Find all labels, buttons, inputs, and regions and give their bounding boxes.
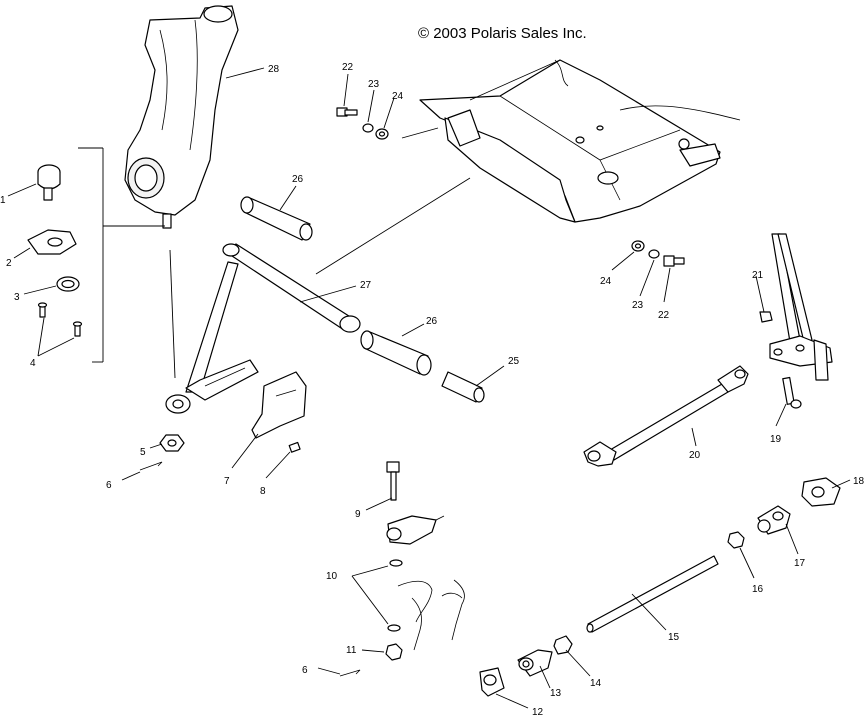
callout-10: 10: [326, 571, 338, 582]
callout-21: 21: [752, 270, 764, 281]
callout-18: 18: [853, 476, 865, 487]
callout-15: 15: [668, 632, 680, 643]
callout-4: 4: [30, 358, 36, 369]
callout-24-lower: 24: [600, 276, 612, 287]
callout-25: 25: [508, 356, 520, 367]
pitman-arm-connector: [386, 515, 445, 545]
callout-7: 7: [224, 476, 230, 487]
sleeve: [441, 371, 485, 403]
tie-rod: [583, 365, 749, 467]
copyright-notice: © 2003 Polaris Sales Inc.: [418, 25, 587, 42]
callout-23-upper: 23: [368, 79, 380, 90]
frame: [419, 59, 741, 223]
callout-1: 1: [0, 195, 6, 206]
callout-26-upper: 26: [292, 174, 304, 185]
callout-24-upper: 24: [392, 91, 404, 102]
callout-22-upper: 22: [342, 62, 354, 73]
callout-6-lower: 6: [302, 665, 308, 676]
washer-upper: [389, 559, 403, 567]
callout-22-lower: 22: [658, 310, 670, 321]
tie-rod-end-inner: [757, 505, 791, 535]
callout-23-lower: 23: [632, 300, 644, 311]
callout-3: 3: [14, 292, 20, 303]
callout-5: 5: [140, 447, 146, 458]
jam-nut-left: [553, 635, 573, 655]
kit-bracket: [78, 147, 165, 363]
cotter-pin: [139, 461, 163, 471]
callout-26-lower: 26: [426, 316, 438, 327]
callout-6: 6: [106, 480, 112, 491]
lock-washer-upper: [362, 123, 374, 133]
washer-lower: [387, 624, 401, 632]
spindle-knuckle: [124, 5, 239, 229]
callout-14: 14: [590, 678, 602, 689]
cotter-pin-lower: [339, 669, 361, 677]
threaded-rod: [586, 555, 719, 633]
bolt-upper: [336, 107, 358, 117]
callout-2: 2: [6, 258, 12, 269]
ball-joint-plate: [27, 229, 77, 255]
slotted-nut: [385, 643, 403, 661]
callout-27: 27: [360, 280, 372, 291]
tie-rod-end-outer: [801, 477, 841, 507]
callout-11: 11: [346, 645, 357, 656]
long-bolt: [386, 461, 400, 501]
callout-8: 8: [260, 486, 266, 497]
lock-washer-lower: [648, 249, 660, 259]
steering-nut: [759, 311, 773, 323]
steering-arm: [397, 579, 465, 651]
callout-16: 16: [752, 584, 764, 595]
callout-28: 28: [268, 64, 280, 75]
bushing-lower: [360, 330, 432, 376]
callout-19: 19: [770, 434, 782, 445]
steering-bolt: [782, 376, 802, 409]
rod-end: [517, 649, 553, 677]
bushing-upper: [240, 196, 313, 241]
bolt-lower: [663, 255, 685, 267]
a-arm: [165, 243, 361, 414]
guard-bolt: [288, 441, 301, 453]
callout-13: 13: [550, 688, 562, 699]
a-arm-guard: [251, 371, 307, 439]
rod-end-bushing: [479, 667, 505, 697]
callout-9: 9: [355, 509, 361, 520]
callout-20: 20: [689, 450, 701, 461]
steering-post: [769, 233, 833, 381]
jam-nut-right: [727, 531, 745, 549]
callout-12: 12: [532, 707, 544, 715]
callout-17: 17: [794, 558, 806, 569]
screws: [37, 302, 83, 337]
ball-joint: [37, 164, 61, 201]
